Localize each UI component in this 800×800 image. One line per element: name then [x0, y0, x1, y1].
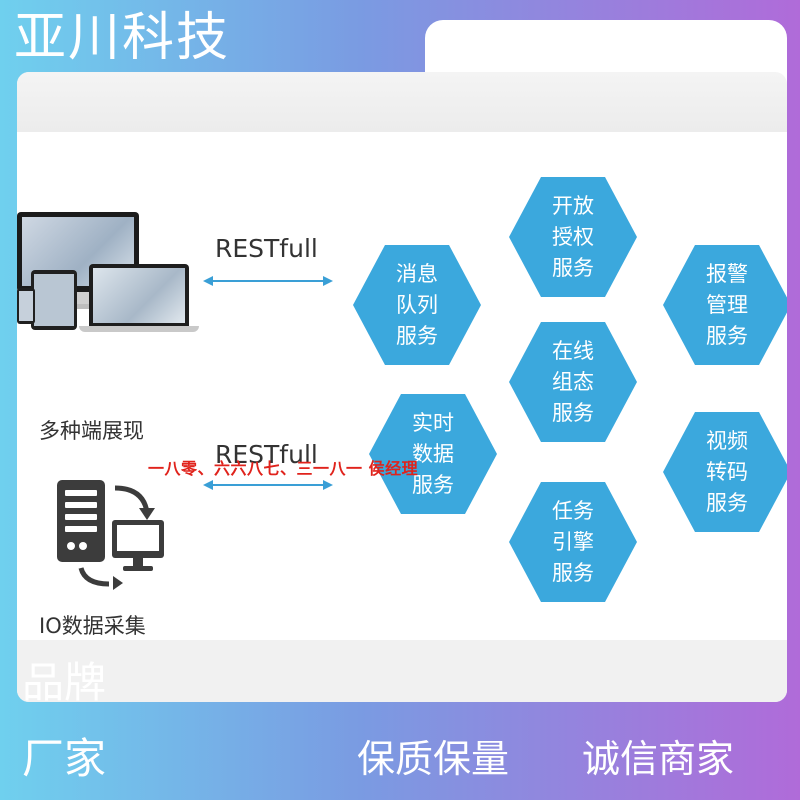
- service-hex-alarm-management: 报警 管理 服务: [663, 245, 787, 365]
- service-hex-task-engine: 任务 引擎 服务: [509, 482, 637, 602]
- service-hex-online-config: 在线 组态 服务: [509, 322, 637, 442]
- service-label: 任务 引擎 服务: [552, 498, 594, 585]
- io-label: IO数据采集: [39, 614, 146, 638]
- service-hex-video-transcode: 视频 转码 服务: [663, 412, 787, 532]
- brand-label-line2: 厂家: [22, 734, 107, 783]
- service-label: 实时 数据 服务: [412, 410, 454, 497]
- server-sync-icon: [57, 480, 164, 590]
- card-bottom-band: [17, 640, 787, 702]
- content-card: 多种端展现 IO数据采集 RESTfull RESTfull: [17, 72, 787, 702]
- service-hex-open-auth: 开放 授权 服务: [509, 177, 637, 297]
- double-arrow-icon: [203, 480, 333, 490]
- slogan-honest: 诚信商家: [582, 737, 735, 781]
- service-hex-message-queue: 消息 队列 服务: [353, 245, 481, 365]
- service-label: 消息 队列 服务: [396, 261, 438, 348]
- rest-label-top: RESTfull: [215, 234, 318, 263]
- service-label: 报警 管理 服务: [706, 261, 748, 348]
- service-label: 开放 授权 服务: [552, 193, 594, 280]
- card-top-band: [17, 72, 787, 132]
- brand-label-line1: 品牌: [22, 658, 107, 707]
- contact-watermark: 一八零、六六八七、三一八一 侯经理: [148, 459, 419, 478]
- client-devices-image: [17, 212, 217, 342]
- rest-label-bottom: RESTfull: [215, 440, 318, 469]
- service-label: 在线 组态 服务: [552, 338, 594, 425]
- slogan-quality: 保质保量: [357, 737, 510, 781]
- phone-icon: [17, 288, 35, 324]
- clients-label: 多种端展现: [39, 419, 144, 443]
- service-label: 视频 转码 服务: [706, 428, 748, 515]
- architecture-diagram: 多种端展现 IO数据采集 RESTfull RESTfull: [17, 132, 787, 647]
- company-title: 亚川科技: [14, 8, 231, 68]
- laptop-icon: [89, 264, 189, 326]
- service-hex-realtime-data: 实时 数据 服务: [369, 394, 497, 514]
- tablet-icon: [31, 270, 77, 330]
- double-arrow-icon: [203, 276, 333, 286]
